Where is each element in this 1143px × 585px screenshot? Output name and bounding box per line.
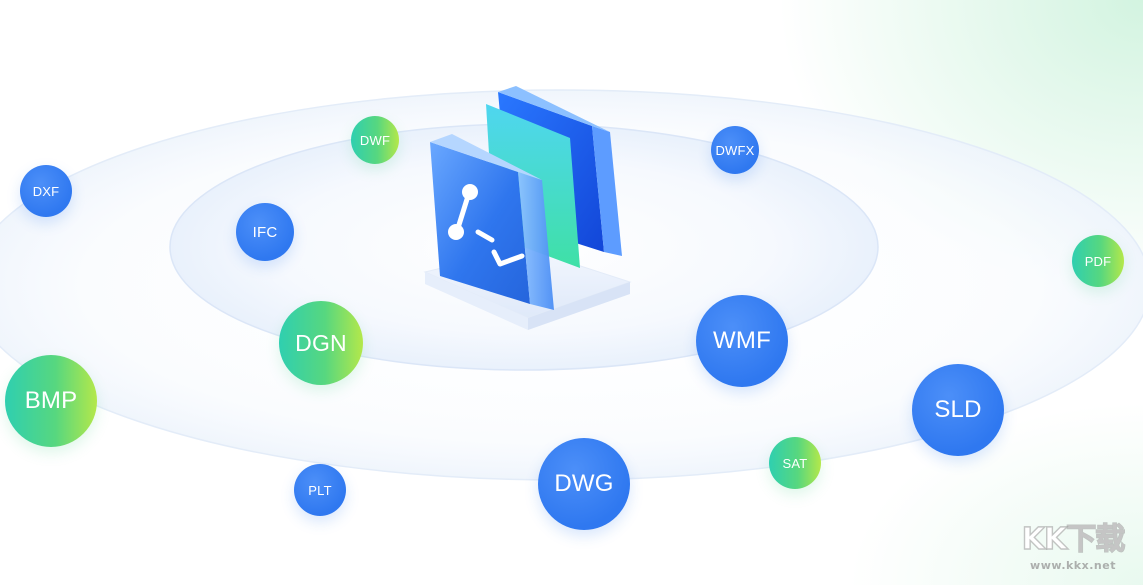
format-badge-sld: SLD [912,364,1004,456]
format-badge-plt: PLT [294,464,346,516]
format-badge-dxf: DXF [20,165,72,217]
format-badge-sat: SAT [769,437,821,489]
format-label: IFC [252,223,278,241]
format-badge-bmp: BMP [5,355,97,447]
format-badge-dwg: DWG [538,438,630,530]
format-label: PLT [308,482,332,498]
format-badge-pdf: PDF [1072,235,1124,287]
format-badge-dwfx: DWFX [711,126,759,174]
format-label: DGN [295,329,347,356]
format-label: DWG [554,470,614,497]
format-label: DWF [359,132,391,148]
cad-converter-app-icon [423,86,632,330]
format-label: DWFX [715,142,755,158]
format-label: SAT [782,455,808,471]
format-label: DXF [32,183,60,199]
site-watermark: KK下载 www.kkx.net [1013,521,1133,581]
format-label: SLD [934,396,982,423]
format-badge-dgn: DGN [279,301,363,385]
format-label: PDF [1084,253,1112,269]
format-badge-ifc: IFC [236,203,294,261]
format-badge-dwf: DWF [351,116,399,164]
watermark-logo: KK下载 [1021,521,1126,557]
format-label: BMP [24,387,78,414]
format-badge-wmf: WMF [696,295,788,387]
watermark-url: www.kkx.net [1030,559,1116,572]
format-label: WMF [713,327,771,354]
